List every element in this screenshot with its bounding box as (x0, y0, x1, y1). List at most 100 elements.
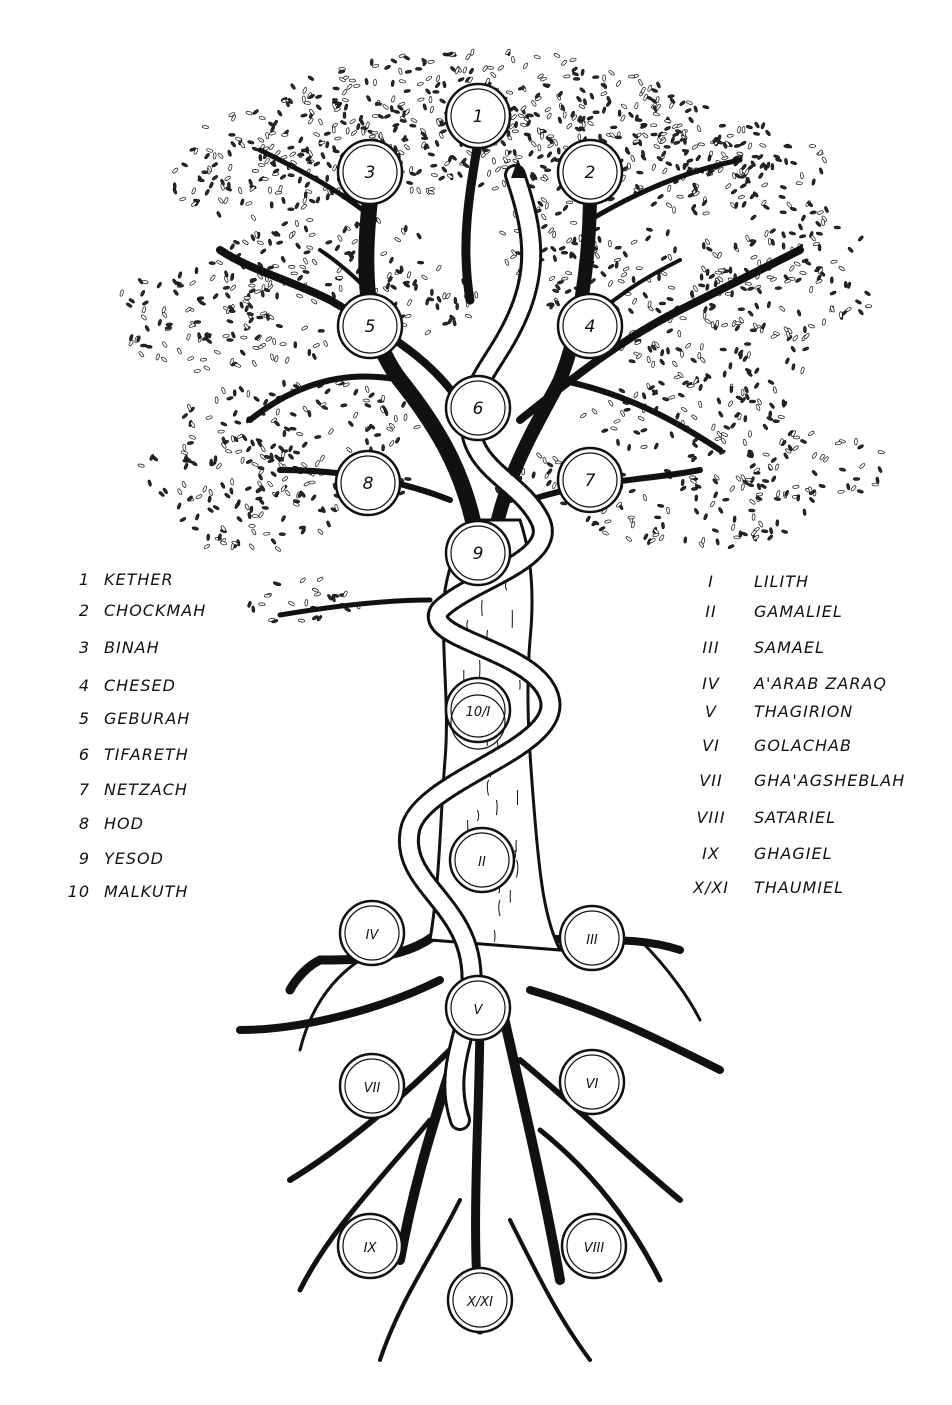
leaf (701, 266, 706, 273)
leaf (734, 243, 737, 250)
leaf (547, 135, 553, 138)
leaf (386, 283, 391, 290)
node-label: 9 (473, 544, 484, 564)
leaf (549, 275, 556, 281)
leaf (213, 153, 216, 160)
leaf (257, 240, 264, 245)
leaf (571, 241, 578, 245)
leaf (238, 187, 242, 194)
leaf (681, 407, 688, 413)
leaf (278, 445, 285, 451)
leaf (384, 409, 388, 416)
leaf (747, 286, 754, 291)
leaf (572, 72, 579, 77)
leaf (259, 603, 266, 606)
leaf (610, 126, 617, 129)
leaf (478, 182, 485, 188)
leaf (650, 201, 657, 207)
leaf (187, 404, 192, 411)
leaf (808, 324, 815, 329)
leaf (308, 75, 315, 81)
leaf (838, 490, 845, 494)
leaf (817, 210, 824, 215)
leaf (540, 197, 547, 203)
leaf (742, 355, 748, 362)
leaf (744, 168, 749, 175)
legend-number: 8 (60, 814, 90, 833)
leaf (257, 466, 264, 470)
legend-numeral: IV (686, 674, 736, 693)
leaf (790, 346, 796, 353)
leaf (765, 130, 771, 137)
leaf (318, 329, 324, 332)
leaf (745, 368, 752, 373)
leaf (365, 122, 370, 129)
leaf (685, 108, 692, 113)
leaf (325, 175, 328, 182)
leaf (830, 290, 837, 295)
legend-name: GHA'AGSHEBLAH (754, 771, 905, 790)
leaf (289, 232, 294, 239)
leaf (629, 489, 636, 494)
leaf (439, 98, 446, 104)
leaf (544, 169, 550, 172)
node-n6: 6 (446, 376, 510, 440)
leaf (285, 357, 290, 364)
node-n8: 8 (336, 451, 400, 515)
legend-numeral: VI (686, 736, 736, 755)
leaf (220, 541, 227, 545)
leaf (240, 336, 247, 339)
leaf (320, 152, 325, 159)
leaf (332, 127, 335, 134)
leaf (641, 87, 646, 94)
leaf (428, 60, 435, 64)
leaf (565, 289, 572, 294)
leaf (500, 140, 506, 147)
leaf (864, 290, 871, 296)
leaf (304, 250, 311, 254)
leaf (279, 533, 285, 536)
leaf (716, 538, 720, 545)
leaf (429, 96, 432, 102)
leaf (741, 484, 745, 491)
leaf (749, 499, 756, 505)
leaf (822, 157, 827, 164)
leaf (407, 299, 412, 306)
leaf (608, 400, 614, 407)
leaf (819, 484, 826, 488)
leaf (734, 325, 740, 332)
leaf (629, 359, 636, 363)
leaf (734, 144, 741, 148)
leaf (250, 439, 255, 446)
leaf (673, 246, 677, 253)
node-label: II (478, 855, 486, 870)
leaf (409, 124, 416, 128)
leaf (220, 482, 226, 489)
leaf (240, 199, 245, 206)
leaf (544, 107, 551, 113)
leaf (745, 235, 750, 242)
leaf (265, 336, 272, 342)
leaf (278, 185, 283, 192)
node-q2: II (450, 828, 514, 892)
leaf (557, 148, 560, 155)
leaf (287, 146, 294, 150)
leaf (624, 148, 630, 155)
leaf (838, 266, 845, 272)
leaf (395, 437, 401, 444)
leaf (812, 179, 816, 186)
leaf (638, 79, 644, 86)
leaf (622, 251, 628, 258)
leaf (531, 141, 537, 148)
leaf (315, 399, 321, 406)
leaf (672, 132, 679, 137)
leaf (665, 161, 672, 166)
leaf (312, 353, 317, 360)
leaf (227, 338, 234, 341)
leaf (799, 234, 806, 238)
leaf (394, 415, 398, 422)
leaf (516, 156, 523, 159)
leaf (216, 463, 222, 470)
leaf (537, 154, 544, 160)
